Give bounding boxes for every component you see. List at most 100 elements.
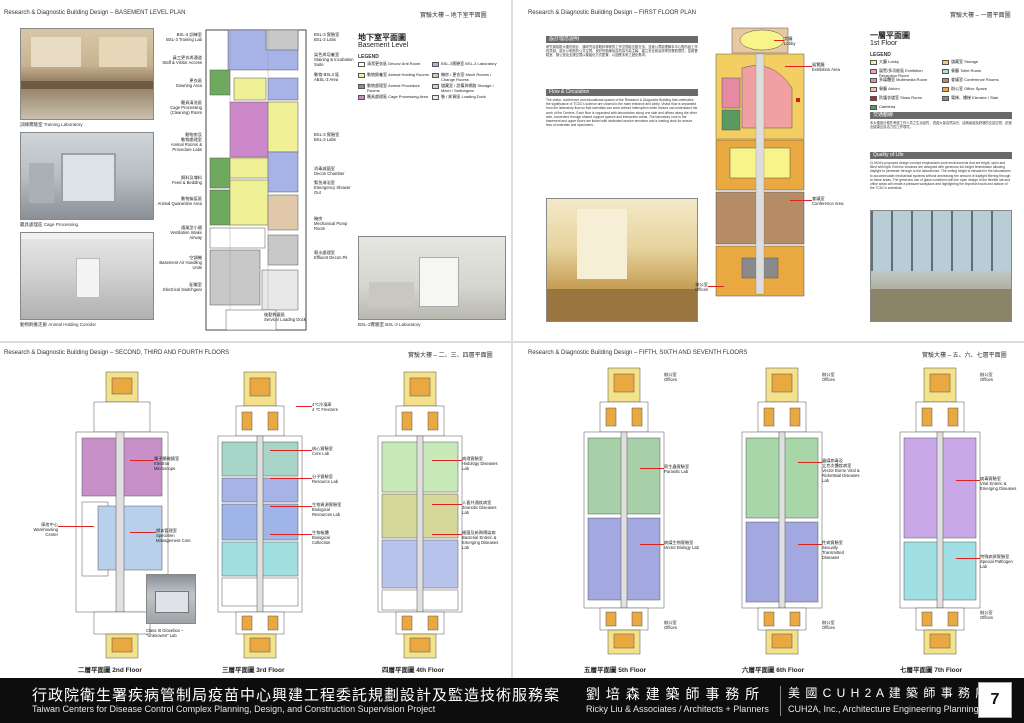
legend-text: 餐廳 Atrium <box>879 86 900 91</box>
q3-title: Research & Diagnostic Building Design – … <box>4 350 230 356</box>
legend-swatch <box>942 96 949 101</box>
resource-lab-label: 分子實驗室 Resource Lab <box>312 474 339 484</box>
legend-text: 儲藏室 / 設備與網路 Storage / Mech / Switchgear <box>441 83 494 93</box>
q1-title-cn: 實驗大樓 – 地下室平面圖 <box>420 13 487 19</box>
gowning-label: 更衣區 Gowning Area <box>175 78 202 88</box>
quality-text-cn: 本大樓設計優先考慮工作人員之生活品質，透過大量自然採光、遠眺景觀及舒適的交談空間… <box>870 121 1012 130</box>
bio-resources-leader <box>270 506 312 507</box>
first-plan-title-cn: 一層平面圖 <box>870 31 910 40</box>
f7-offices-bottom-label: 辦公室 Offices <box>980 610 993 620</box>
vertical-divider <box>511 0 513 678</box>
legend-swatch <box>432 73 439 78</box>
legend-item: 餐廳 Atrium <box>870 86 940 92</box>
sixth-floor-plan <box>741 367 823 655</box>
footer-firm1-cn: 劉 培 森 建 築 師 事 務 所 <box>586 686 761 702</box>
legend-text: 裝 / 卸貨區 Loading Dock <box>441 94 486 99</box>
legend-swatch <box>942 60 949 65</box>
ventilation-label: 通風型小間 Ventilation Intake Airway <box>170 225 202 240</box>
mech-pump-label: 機房 Mechanical Pump Room <box>314 216 348 231</box>
intro-header: 設計理念說明 <box>546 36 698 43</box>
legend-item: 裝 / 卸貨區 Loading Dock <box>432 94 504 100</box>
first-plan-title-en: 1st Floor <box>870 40 898 47</box>
f5-offices-top-label: 辦公室 Offices <box>664 372 677 382</box>
floor-caption-7: 七層平面圖 7th Floor <box>900 667 963 674</box>
legend-text: 動物處理室 Animal Procedure Rooms <box>367 83 420 93</box>
basement-floor-plan <box>205 29 307 331</box>
electron-microscope-label: 電子顯微鏡室 Electron Microscope <box>154 456 180 471</box>
legend-swatch <box>870 60 877 65</box>
legend-swatch <box>432 84 439 89</box>
fifth-floor-plan <box>583 367 665 655</box>
legend-item: 儲藏室 / 設備與網路 Storage / Mech / Switchgear <box>432 83 504 93</box>
q3-title-cn: 實驗大樓 – 二、三、四層平面圖 <box>408 353 493 359</box>
decon-chamber-label: 消毒滅菌室 Decon Chamber <box>314 166 345 176</box>
glovebox-photo <box>146 574 196 624</box>
feed-bedding-label: 飼料及墫料 Feed & Bedding <box>171 175 202 185</box>
bsl3-lab-photo <box>358 236 506 320</box>
footer-firm1-en: Ricky Liu & Associates / Architects + Pl… <box>586 704 769 714</box>
legend-text: 多媒體室 Multimedia Room <box>879 77 928 82</box>
specimen-leader <box>130 532 156 533</box>
legend-swatch <box>432 95 439 100</box>
footer-client-cn: 行政院衛生署疾病管制局疫苗中心興建工程委託規劃設計及監造技術服務案 <box>32 687 561 704</box>
legend-swatch <box>358 95 365 100</box>
footer-client-en: Taiwan Centers for Disease Control Compl… <box>32 704 436 714</box>
basement-plan-title-en: Basement Level <box>358 42 409 49</box>
bsl3-training-label: BSL-3 訓練室 BSL-3 Training Lab <box>166 32 202 42</box>
special-pathogen-leader <box>956 558 980 559</box>
quality-of-life-photo <box>870 210 1012 322</box>
legend-item: BSL-3實驗室 BSL-3 Laboratory <box>432 61 504 67</box>
page-number: 7 <box>978 682 1012 718</box>
staining-label: 染色與培養室 Staining & Incubation Suite <box>314 52 354 67</box>
photo-caption-corridor: 動物飼養走廊 Animal Holding Corridor <box>20 322 97 327</box>
std-leader <box>798 544 822 545</box>
lobby-label: 大廳 Lobby <box>784 36 796 46</box>
exhibition-label: 展覽廳 Exhibition Area <box>812 62 840 72</box>
bacterial-label: 細菌及新興傳染病 Bacterial Enteric & Emerging Di… <box>462 530 499 550</box>
legend-swatch <box>942 87 949 92</box>
floor-caption-6: 六層平面圖 6th Floor <box>742 667 805 674</box>
histology-leader <box>432 460 462 461</box>
legend-swatch <box>870 78 877 83</box>
legend-item: Cafeteria <box>870 104 940 110</box>
emergency-shower-label: 緊急淋浴室 Emergency Shower Out <box>314 180 351 195</box>
vector-borne-leader <box>798 462 822 463</box>
offices-leader <box>708 286 724 287</box>
legend-text: 電梯、樓梯 Elevator / Stair <box>951 95 999 100</box>
basement-legend-label: LEGEND <box>358 54 379 60</box>
animal-rooms-label: 動物房及 動物處理室 Animal Rooms & Procedure Labs <box>170 132 202 152</box>
photo-caption-training: 訓練實驗室 Training Laboratory <box>20 122 83 127</box>
photo-caption-bsl3: BSL-3實驗室 BSL-3 Laboratory <box>358 322 421 327</box>
legend-item: 機房 / 更衣室 Mech Rooms / Change Rooms <box>432 72 504 82</box>
training-lab-photo <box>20 28 154 120</box>
parasitic-leader <box>640 468 664 469</box>
floor-caption-3: 三層平面圖 3rd Floor <box>222 667 285 674</box>
parasitic-label: 寄生蟲實驗室 Parasitic Lab <box>664 464 690 474</box>
legend-item: 會議室 Conference Rooms <box>942 77 1012 83</box>
conference-leader <box>790 200 812 201</box>
legend-swatch <box>870 96 877 101</box>
floor-caption-2: 二層平面圖 2nd Floor <box>78 667 142 674</box>
warehousing-leader <box>58 526 94 527</box>
legend-text: 動物飼養室 Animal Holding Rooms <box>367 72 429 77</box>
conference-label: 會議室 Conference Area <box>812 196 844 206</box>
legend-swatch <box>942 78 949 83</box>
first-legend-label: LEGEND <box>870 52 891 58</box>
legend-swatch <box>870 87 877 92</box>
q1-title: Research & Diagnostic Building Design – … <box>4 10 186 16</box>
legend-item: 辦公室 Office Space <box>942 86 1012 92</box>
photo-caption-cage: 籠具處理區 Cage Processing <box>20 222 79 227</box>
bacterial-leader <box>432 534 462 535</box>
floor-caption-4: 四層平面圖 4th Floor <box>382 667 445 674</box>
bio-collection-label: 生物檢體 Biological Collection <box>312 530 331 545</box>
f6-offices-top-label: 辦公室 Offices <box>822 372 835 382</box>
legend-item: 籠具處理區 Cage Processing Area <box>358 94 430 100</box>
q2-title: Research & Diagnostic Building Design – … <box>528 10 696 16</box>
fourth-floor-plan <box>377 371 463 659</box>
legend-swatch <box>942 69 949 74</box>
glovebox-caption: Class III Glovebox – "Unknowns" Lab <box>146 628 184 638</box>
zoonotic-label: 人畜共通疾病室 Zoonotic Diseases Lab <box>462 500 497 515</box>
legend-swatch <box>358 84 365 89</box>
f6-offices-bottom-label: 辦公室 Offices <box>822 620 835 630</box>
seventh-floor-plan <box>899 367 981 655</box>
